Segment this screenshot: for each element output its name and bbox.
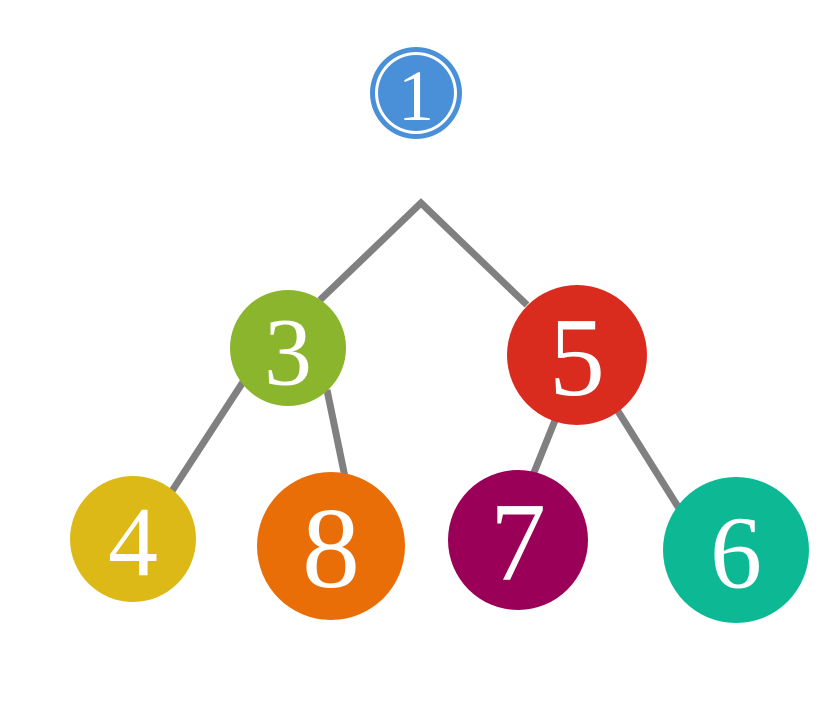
node-1-label: 1 [398,56,434,136]
node-6: 6 [663,477,809,623]
node-6-circle [663,477,809,623]
node-5-label: 5 [549,296,605,420]
node-3-label: 3 [264,299,312,406]
node-1-circle [378,55,454,131]
node-8-label: 8 [302,485,360,613]
node-5-circle [507,285,647,425]
node-6-label: 6 [710,496,762,611]
node-4: 4 [70,476,196,602]
node-8: 8 [257,472,405,620]
edge-3-to-8 [323,389,349,478]
node-7: 7 [448,470,588,610]
edge-3-to-5 [317,198,530,308]
node-7-circle [448,470,588,610]
edge-5-to-7 [529,416,560,477]
node-3: 3 [230,290,346,406]
edge-3-to-4 [169,380,246,493]
node-8-circle [257,472,405,620]
node-5: 5 [507,285,647,425]
edges [169,198,683,512]
node-3-circle [230,290,346,406]
node-7-label: 7 [490,481,546,605]
edge-5-to-6 [613,406,683,512]
node-4-label: 4 [108,487,158,598]
node-4-circle [70,476,196,602]
node-1: 1 [370,47,462,139]
